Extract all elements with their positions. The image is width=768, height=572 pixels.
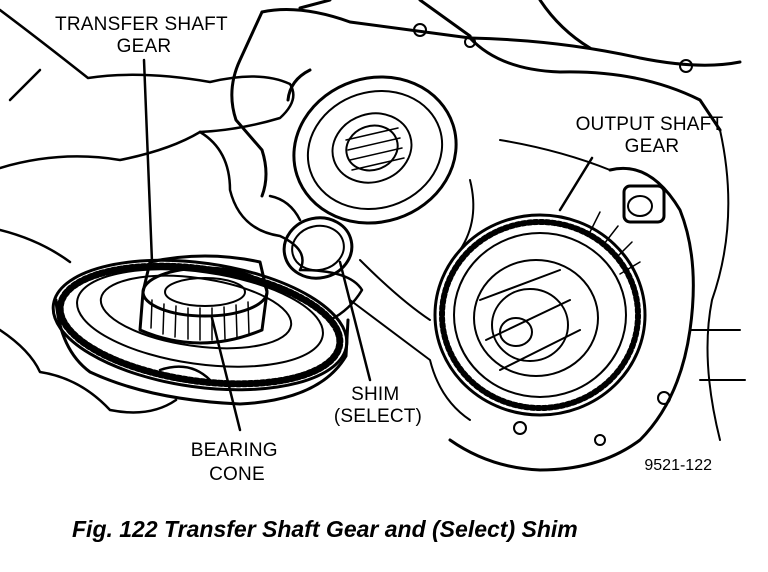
select-shim [282, 216, 354, 280]
leader-bearing-cone [210, 316, 242, 432]
transfer-shaft-bore [286, 68, 458, 225]
label-shim: SHIM (SELECT) [334, 384, 422, 427]
output-shaft-gear [433, 211, 647, 417]
leader-shim [338, 260, 372, 382]
transfer-shaft-gear [51, 258, 350, 406]
transaxle-case [230, 0, 746, 472]
label-transfer-shaft-gear: TRANSFER SHAFT GEAR [55, 14, 233, 57]
leader-output-shaft-gear [558, 156, 594, 212]
label-output-shaft-gear: OUTPUT SHAFT GEAR [576, 114, 729, 157]
callout-leader-lines [142, 58, 594, 432]
label-bearing-cone: BEARING CONE [191, 440, 283, 485]
case-bolt [622, 184, 666, 224]
technician-hands [0, 8, 364, 414]
leader-transfer-shaft-gear [142, 58, 154, 264]
figure-number: 9521-122 [644, 457, 712, 474]
bearing-cone [138, 254, 269, 345]
figure-caption: Fig. 122 Transfer Shaft Gear and (Select… [72, 516, 578, 542]
